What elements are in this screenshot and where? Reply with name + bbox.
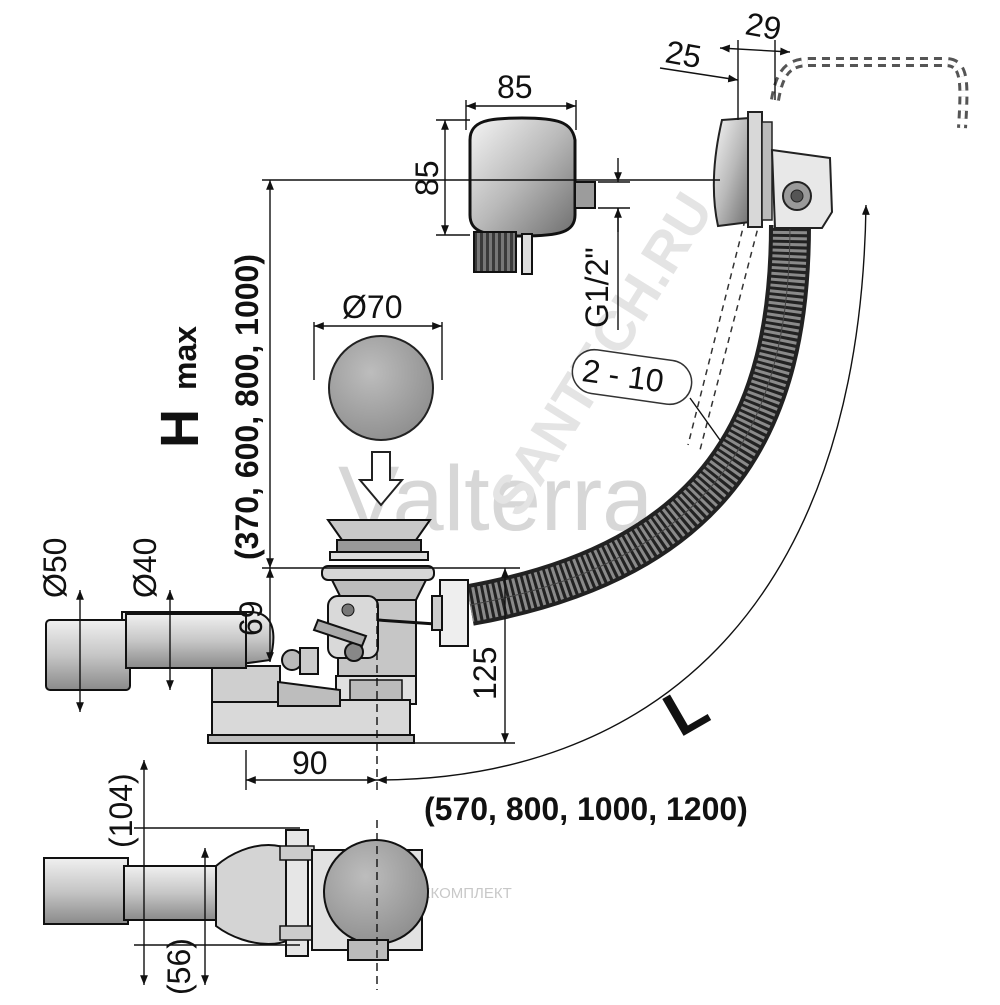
outlet-pipe xyxy=(45,611,275,691)
dim-h-letter: H xyxy=(150,409,210,448)
dim-29: 29 xyxy=(743,5,784,47)
dim-90: 90 xyxy=(292,745,328,781)
dimension-lines xyxy=(76,40,870,990)
dim-cap-diameter: Ø70 xyxy=(342,289,402,325)
dim-thread: G1/2" xyxy=(579,247,615,328)
dim-l-letter: L xyxy=(653,671,720,750)
dim-56: (56) xyxy=(161,938,197,995)
bottom-view xyxy=(43,829,429,961)
dim-l-values: (570, 800, 1000, 1200) xyxy=(424,791,748,827)
dim-d40: Ø40 xyxy=(127,538,163,598)
dim-85-width: 85 xyxy=(497,69,533,105)
dim-69: 69 xyxy=(233,600,269,636)
dim-104: (104) xyxy=(103,773,139,848)
dim-h-values: (370, 600, 800, 1000) xyxy=(229,254,265,560)
dim-85-height: 85 xyxy=(409,160,445,196)
gap-label-capsule xyxy=(571,348,693,406)
dim-25: 25 xyxy=(663,33,704,75)
dim-h-sub: max xyxy=(167,326,203,390)
drain-cap xyxy=(328,335,434,441)
overflow-assembly xyxy=(712,111,834,229)
dim-d50: Ø50 xyxy=(37,538,73,598)
valve-body xyxy=(468,116,596,275)
dim-125: 125 xyxy=(467,647,503,700)
